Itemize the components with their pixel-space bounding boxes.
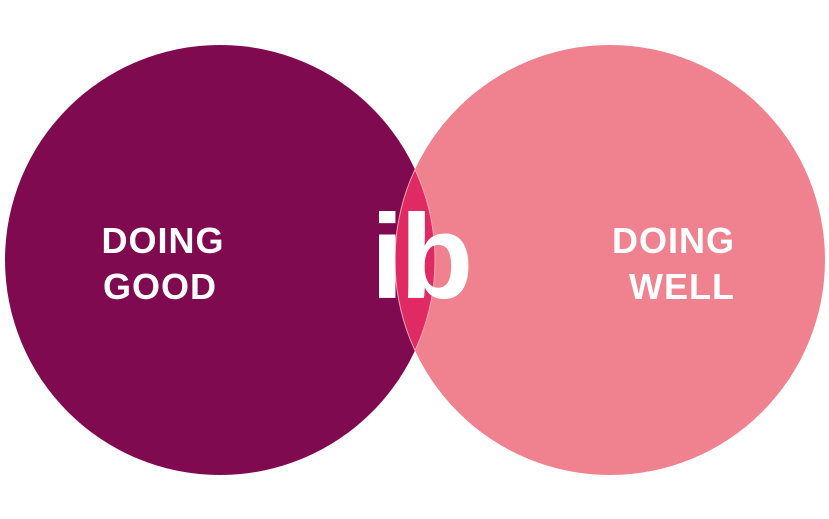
left-circle — [5, 45, 435, 475]
ib-logo: ib — [371, 190, 470, 324]
left-label-line2: GOOD — [103, 266, 217, 307]
right-label-line2: WELL — [629, 266, 735, 307]
right-label-line1: DOING — [612, 220, 735, 261]
left-label-line1: DOING — [101, 220, 224, 261]
right-circle — [395, 45, 825, 475]
